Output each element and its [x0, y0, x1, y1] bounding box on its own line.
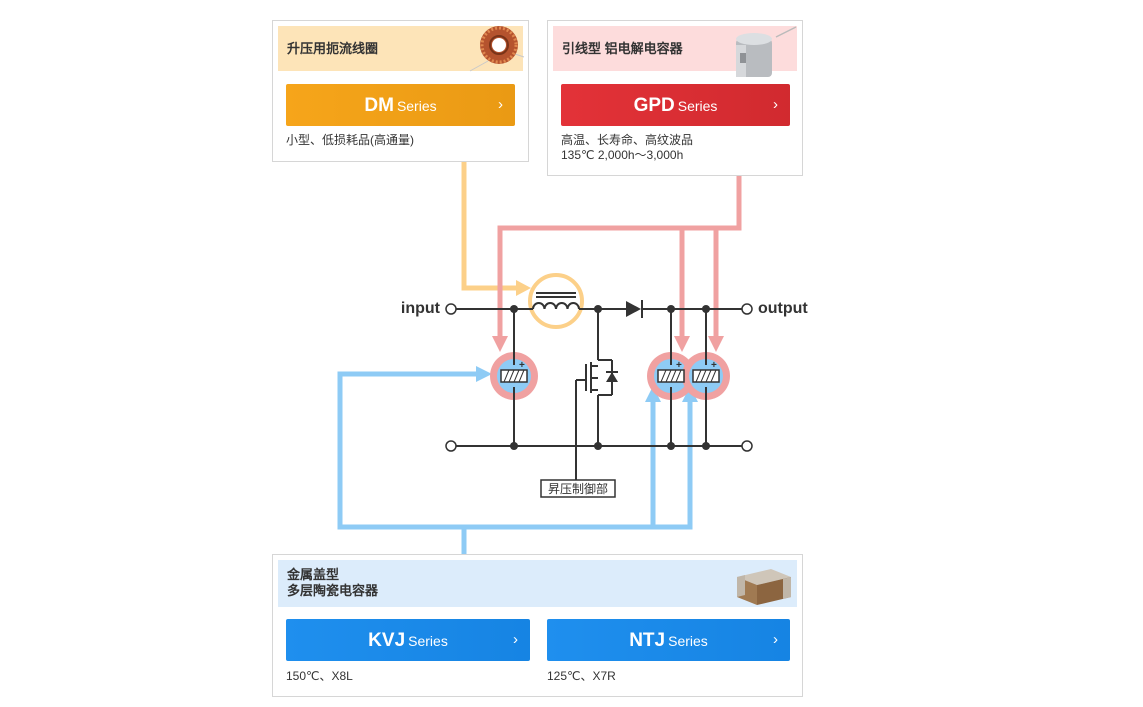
- svg-text:+: +: [711, 360, 717, 371]
- inductor-highlight: [528, 273, 584, 329]
- aluminum-description-1: 高温、长寿命、高纹波品: [561, 133, 694, 147]
- aluminum-arrowhead-1: [492, 336, 508, 352]
- inductor-description: 小型、低损耗品(高通量): [286, 133, 414, 147]
- capacitor-plus-signs: + + +: [519, 360, 717, 371]
- mlcc-card-header: 金属盖型 多层陶瓷电容器: [278, 560, 797, 607]
- kvj-series-code: KVJ: [368, 630, 406, 651]
- aluminum-arrowhead-2: [674, 336, 690, 352]
- svg-text:+: +: [519, 360, 525, 371]
- svg-text:+: +: [676, 360, 682, 371]
- output-label: output: [758, 300, 808, 317]
- chevron-right-icon: ›: [498, 96, 503, 113]
- electrolytic-capacitor-icon: [736, 26, 797, 77]
- controller-box: [540, 479, 616, 498]
- kvj-series-suffix: Series: [408, 633, 448, 649]
- inductor-arrow: [461, 162, 520, 291]
- ceramic-capacitor-icon: [737, 569, 791, 605]
- chevron-right-icon: ›: [773, 631, 778, 648]
- mlcc-arrowhead-3: [682, 386, 698, 402]
- dm-series-suffix: Series: [396, 98, 437, 114]
- gpd-series-suffix: Series: [677, 98, 718, 114]
- junction-dots: [510, 305, 710, 450]
- gpd-series-code: GPD: [633, 95, 675, 116]
- ntj-series-suffix: Series: [668, 633, 708, 649]
- mlcc-card-title-1: 金属盖型: [287, 567, 340, 582]
- controller-label: 昇压制御部: [548, 481, 608, 496]
- aluminum-arrowhead-3: [708, 336, 724, 352]
- terminals: [445, 303, 753, 452]
- ntj-series-code: NTJ: [629, 630, 666, 651]
- mlcc-arrowhead-2: [645, 386, 661, 402]
- aluminum-description-2: 135℃ 2,000h～3,000h: [561, 148, 684, 162]
- inductor-symbol: [532, 292, 580, 310]
- diode-symbol: [626, 300, 643, 318]
- capacitor-hatching: [503, 369, 717, 383]
- dm-series-code: DM: [364, 95, 394, 116]
- mlcc-arrowhead-1: [476, 366, 492, 382]
- inductor-card-title: 升压用扼流线圈: [287, 41, 379, 56]
- inductor-arrowhead: [516, 280, 531, 296]
- aluminum-card-title: 引线型 铝电解电容器: [562, 41, 683, 56]
- chevron-right-icon: ›: [513, 631, 518, 648]
- chevron-right-icon: ›: [773, 96, 778, 113]
- kvj-description: 150℃、X8L: [286, 669, 353, 683]
- mlcc-arrows: [337, 371, 693, 554]
- aluminum-arrows: [497, 176, 742, 340]
- toroidal-inductor-icon: [469, 26, 525, 72]
- input-label: input: [401, 300, 441, 317]
- mosfet-body-diode: [606, 372, 618, 382]
- mlcc-card-title-2: 多层陶瓷电容器: [287, 583, 379, 598]
- ntj-description: 125℃、X7R: [547, 669, 616, 683]
